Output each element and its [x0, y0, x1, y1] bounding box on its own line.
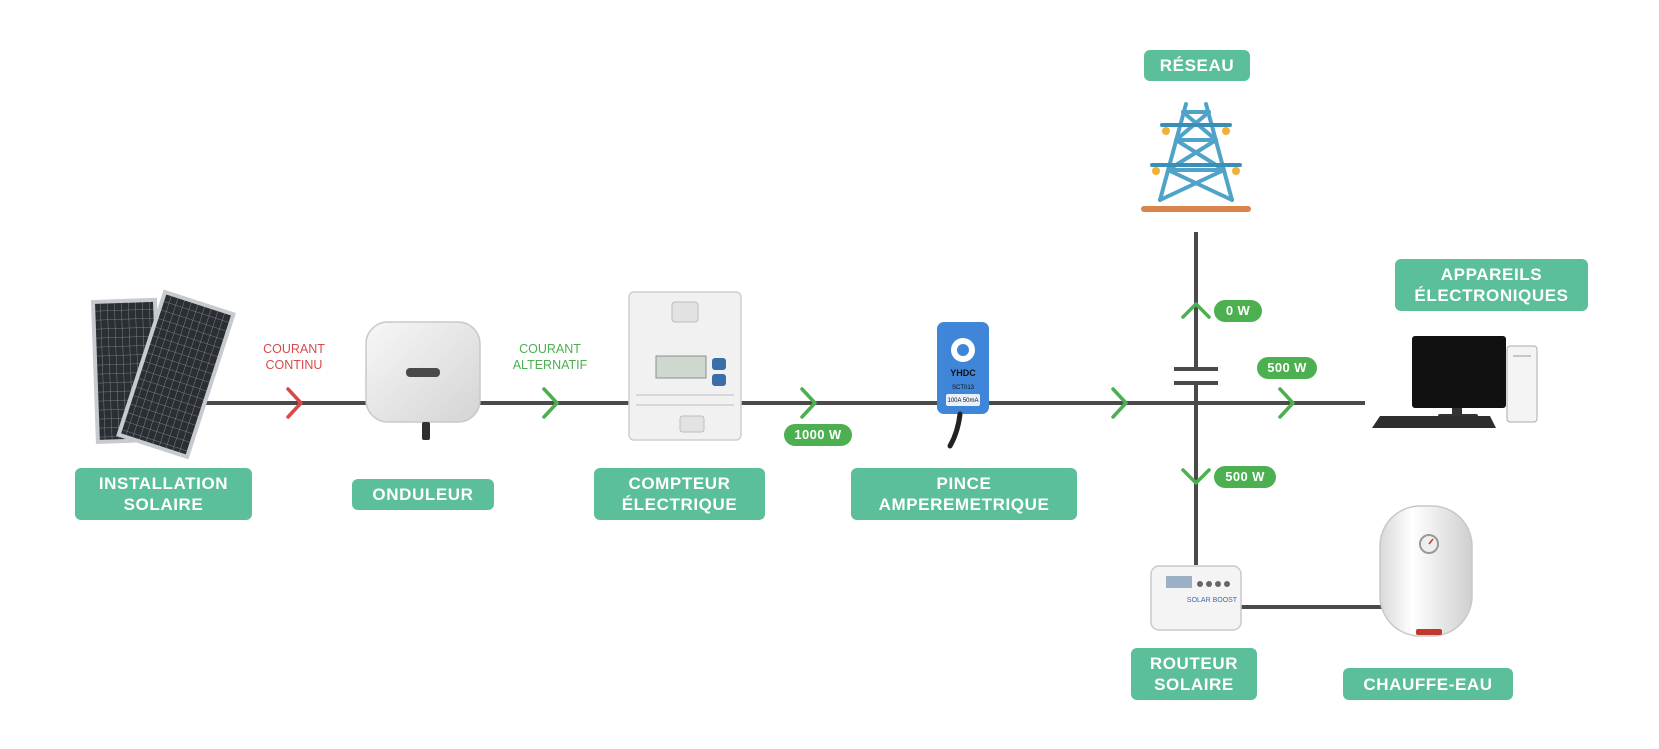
label-chauffe-eau: CHAUFFE-EAU	[1343, 668, 1513, 700]
arrow-up-reseau	[1181, 302, 1211, 319]
inverter-icon	[365, 321, 481, 440]
label-appareils-electroniques: APPAREILS ÉLECTRONIQUES	[1395, 259, 1588, 311]
label-installation-line1: INSTALLATION	[98, 474, 229, 493]
label-compteur-line1: COMPTEUR	[628, 474, 731, 493]
pylon-insulators	[1152, 127, 1240, 175]
label-appareils-line2: ÉLECTRONIQUES	[1414, 286, 1569, 305]
arrow-ac-2	[800, 387, 817, 419]
label-onduleur-line1: ONDULEUR	[372, 485, 474, 504]
ac-current-note: COURANT ALTERNATIF	[500, 341, 600, 373]
label-reseau-line1: RÉSEAU	[1159, 56, 1235, 75]
power-badge-routeur: 500 W	[1214, 466, 1276, 488]
arrow-ac-3	[1111, 387, 1128, 419]
clamp-brand-text: YHDC	[950, 368, 976, 378]
label-pince-line1: PINCE	[936, 474, 992, 493]
desktop-computer-icon	[1372, 336, 1538, 428]
power-badge-reseau: 0 W	[1214, 300, 1262, 322]
pylon-base	[1141, 206, 1251, 212]
solar-router-icon	[1150, 565, 1242, 631]
label-compteur-electrique: COMPTEUR ÉLECTRIQUE	[594, 468, 765, 520]
label-pince-amperemetrique: PINCE AMPEREMETRIQUE	[851, 468, 1077, 520]
isolation-symbol	[1174, 367, 1218, 385]
clamp-rating-text: 100A 50mA	[947, 398, 978, 404]
label-pince-line2: AMPEREMETRIQUE	[878, 495, 1050, 514]
solar-panels-icon	[90, 289, 236, 460]
label-appareils-line1: APPAREILS	[1440, 265, 1543, 284]
label-routeur-line1: ROUTEUR	[1149, 654, 1239, 673]
ac-current-note-line1: COURANT	[519, 342, 581, 356]
wiring	[190, 232, 1385, 609]
water-heater-icon	[1379, 505, 1473, 637]
label-installation-solaire: INSTALLATION SOLAIRE	[75, 468, 252, 520]
power-badge-appareils: 500 W	[1257, 357, 1317, 379]
router-brand-text: SOLAR BOOST	[1187, 597, 1238, 604]
label-onduleur: ONDULEUR	[352, 479, 494, 510]
arrow-ac-1	[542, 387, 559, 419]
dc-current-note-line1: COURANT	[263, 342, 325, 356]
label-chauffe-eau-line1: CHAUFFE-EAU	[1363, 674, 1493, 694]
dc-current-note: COURANT CONTINU	[244, 341, 344, 373]
label-compteur-line2: ÉLECTRIQUE	[621, 495, 738, 514]
label-routeur-solaire: ROUTEUR SOLAIRE	[1131, 648, 1257, 700]
ac-current-note-line2: ALTERNATIF	[512, 358, 588, 372]
arrow-ac-4	[1278, 387, 1295, 419]
current-clamp-icon	[937, 322, 989, 449]
clamp-model-text: SCT013	[952, 385, 975, 391]
label-routeur-line2: SOLAIRE	[1154, 675, 1234, 694]
power-badge-compteur: 1000 W	[784, 424, 852, 446]
label-reseau: RÉSEAU	[1144, 50, 1250, 81]
arrow-dc	[286, 387, 303, 419]
dc-current-note-line2: CONTINU	[265, 358, 323, 372]
label-installation-line2: SOLAIRE	[123, 495, 204, 514]
power-pylon-icon	[1150, 102, 1242, 202]
arrow-down-routeur	[1181, 468, 1211, 485]
electric-meter-icon	[628, 291, 742, 441]
